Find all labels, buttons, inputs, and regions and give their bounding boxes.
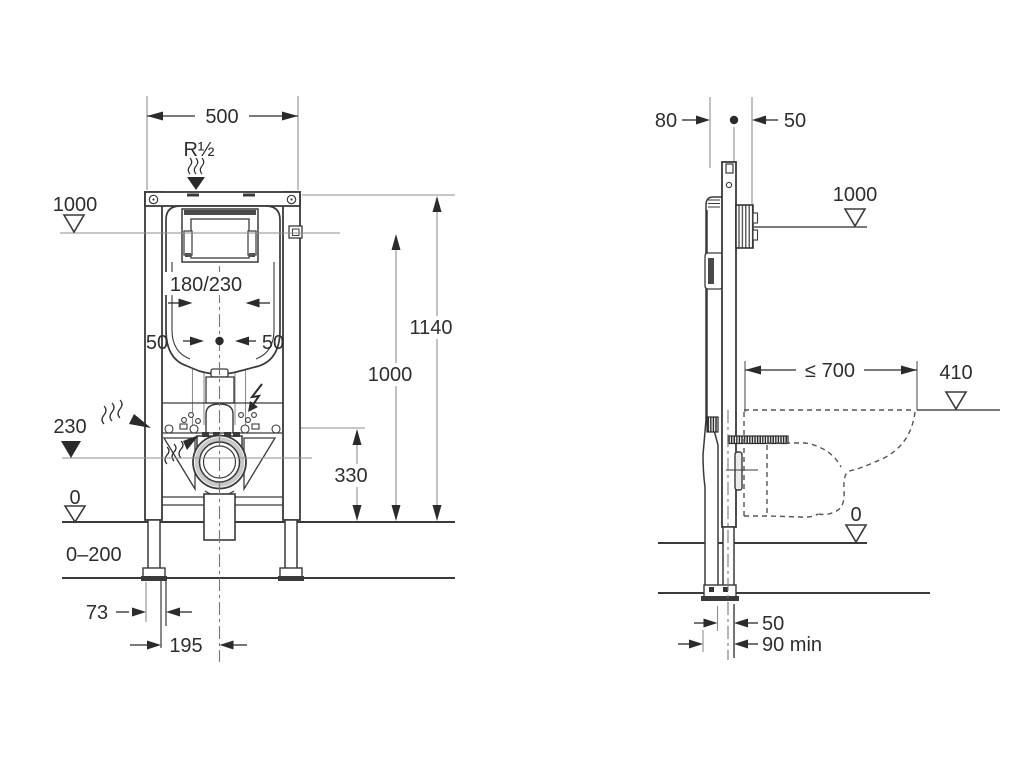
side-view: 80 50 1000 (655, 97, 1000, 660)
front-level-lines (60, 232, 340, 459)
arrowhead-right-icon (689, 639, 703, 649)
frame-rail-right (282, 191, 301, 521)
dim-flush-offset: 180/230 (164, 272, 270, 308)
side-extension-lines (702, 97, 753, 652)
center-point-icon (729, 115, 739, 125)
frame-rail-profile (721, 161, 737, 528)
zero-level-label: 0 (69, 487, 80, 509)
dim-50-bottom-label: 50 (762, 613, 784, 635)
floor-range-label: 0–200 (66, 544, 122, 566)
arrowhead-right-icon (190, 336, 204, 346)
dim-50-left-label: 50 (146, 332, 168, 354)
dim-330: 330 (331, 429, 371, 521)
dim-pan-depth: ≤ 700 (744, 358, 918, 412)
level-230-label: 230 (53, 416, 86, 438)
arrowhead-left-icon (166, 607, 180, 617)
supply-thread-label: R½ (183, 139, 214, 161)
side-frame (701, 161, 789, 601)
side-dimensions: 80 50 1000 (655, 110, 1000, 658)
arrowhead-left-icon (734, 618, 748, 628)
side-floor-lines (658, 542, 930, 594)
center-point-icon (215, 336, 224, 346)
arrowhead-left-icon (745, 365, 761, 375)
frame-rail-left (144, 191, 163, 521)
dim-195: 195 (130, 635, 247, 657)
pan-fixing-plate (734, 451, 743, 491)
electrical-flash-icon (248, 383, 263, 412)
frame-foot-right (284, 519, 298, 571)
water-supply-arrow-icon (187, 157, 205, 190)
frame-foot-left (147, 519, 161, 571)
datum-triangle-icon (844, 524, 868, 544)
front-floor-lines (62, 521, 455, 579)
screw-hole-icon (725, 181, 733, 189)
arrowhead-left-icon (752, 115, 766, 125)
flush-plate-box (735, 204, 754, 249)
datum-triangle-icon (63, 505, 87, 524)
dim-180-230-label: 180/230 (170, 274, 242, 296)
dim-1140-label: 1140 (409, 317, 452, 339)
frame-top-rail (144, 191, 301, 207)
datum-triangle-filled-icon (61, 441, 81, 458)
level-1000-label: 1000 (53, 194, 98, 216)
dim-50-top: 50 (752, 110, 806, 132)
arrowhead-right-icon (696, 115, 710, 125)
dim-90-min-label: 90 min (762, 634, 822, 656)
dim-50-right-label: 50 (262, 332, 284, 354)
arrowhead-left-icon (147, 111, 163, 121)
arrowhead-right-icon (703, 618, 718, 628)
dim-50-bottom: 50 (694, 613, 784, 635)
dim-80-label: 80 (655, 110, 677, 132)
heat-wave-arrow-icon (101, 399, 151, 428)
datum-zero-side: 0 (844, 504, 868, 544)
dim-1140: 1140 (406, 196, 457, 521)
datum-triangle-icon (944, 391, 968, 411)
datum-410: 410 (917, 362, 1000, 411)
support-gusset-right (243, 437, 277, 492)
level-1000-label: 1000 (833, 184, 878, 206)
datum-230: 230 (53, 416, 87, 458)
dim-1000-label: 1000 (368, 364, 413, 386)
arrowhead-left-icon (235, 336, 249, 346)
dim-700-label: ≤ 700 (805, 360, 855, 382)
dim-195-label: 195 (169, 635, 202, 657)
wc-pan-outline (743, 409, 916, 518)
dim-500-label: 500 (205, 106, 238, 128)
dim-50-top-label: 50 (784, 110, 806, 132)
front-view: 500 R½ 1000 180/230 50 50 (53, 96, 457, 662)
dim-frame-width: 500 (147, 104, 298, 128)
datum-triangle-icon (843, 208, 867, 228)
arrowhead-left-icon (219, 640, 234, 650)
dim-73-label: 73 (86, 602, 108, 624)
dim-330-label: 330 (334, 465, 367, 487)
zero-level-label: 0 (850, 504, 861, 526)
datum-zero-front: 0 (63, 487, 87, 524)
front-dimensions: 500 R½ 1000 180/230 50 50 (53, 104, 457, 657)
front-symbols (101, 157, 263, 465)
dim-80: 80 (655, 110, 710, 132)
datum-1000-right: 1000 (754, 184, 878, 228)
dim-90-min: 90 min (678, 634, 822, 656)
datum-1000-left: 1000 (53, 194, 98, 234)
arrowhead-right-icon (901, 365, 917, 375)
arrowhead-right-icon (147, 640, 161, 650)
dim-410-label: 410 (939, 362, 972, 384)
arrowhead-right-icon (282, 111, 298, 121)
dim-73: 73 (86, 602, 192, 624)
heat-wave-arrow-icon (164, 435, 199, 465)
datum-triangle-icon (62, 214, 86, 234)
foot-plate (703, 584, 737, 598)
wall-bracket-icon (288, 225, 303, 239)
dim-supply-offsets: 50 50 (146, 332, 284, 354)
dim-1000: 1000 (365, 234, 415, 521)
arrowhead-right-icon (178, 298, 193, 308)
supply-fitting (706, 416, 719, 433)
arrowhead-left-icon (245, 298, 260, 308)
arrowhead-right-icon (132, 607, 146, 617)
arrowhead-left-icon (734, 639, 748, 649)
